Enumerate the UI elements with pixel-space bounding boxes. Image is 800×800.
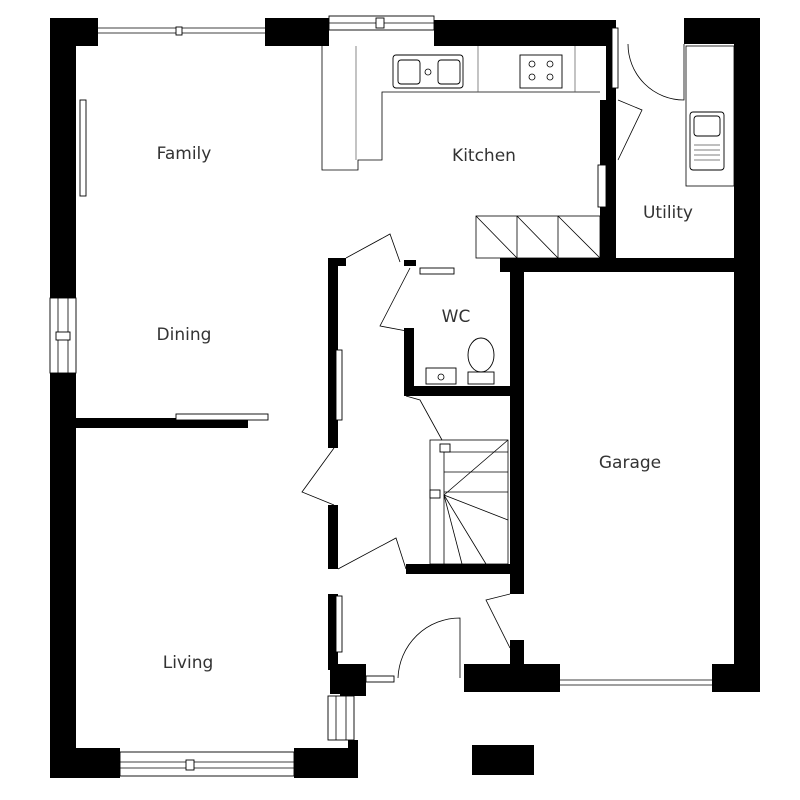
door-hall-cupboard — [337, 537, 407, 570]
radiator-kitchen — [597, 164, 607, 208]
window-living-bottom — [119, 751, 295, 777]
label-kitchen: Kitchen — [452, 146, 516, 166]
label-garage: Garage — [599, 453, 661, 473]
window-living-side — [327, 695, 355, 741]
door-under-stairs — [405, 395, 443, 441]
garage-door — [560, 679, 712, 686]
label-utility: Utility — [643, 203, 693, 223]
radiator-wc — [419, 267, 455, 275]
label-family: Family — [157, 144, 212, 164]
interior-walls — [76, 100, 760, 670]
stairs — [429, 439, 509, 565]
door-kitchen-utility — [617, 99, 643, 161]
toilet-icon — [467, 337, 495, 385]
radiator-living-hall — [335, 595, 343, 653]
window-kitchen-top — [328, 15, 435, 31]
label-dining: Dining — [157, 325, 212, 345]
label-living: Living — [163, 653, 214, 673]
window-family-top — [98, 26, 265, 36]
basin-icon — [425, 367, 457, 385]
window-dining-side — [49, 297, 77, 374]
door-hall-kitchen — [345, 233, 401, 263]
windows — [49, 15, 712, 777]
front-step-left — [365, 675, 395, 683]
window-utility — [611, 27, 619, 89]
window-family-side — [79, 99, 87, 197]
label-wc: WC — [442, 307, 471, 327]
kitchen-sink — [392, 54, 464, 89]
door-garage-internal — [485, 593, 511, 649]
door-front — [397, 617, 461, 679]
door-utility-external — [627, 43, 685, 101]
kitchen-hob — [519, 54, 563, 89]
door-wc — [379, 267, 413, 333]
kitchen-tall-units — [475, 215, 601, 259]
utility-fittings — [617, 43, 735, 187]
radiator-hall — [335, 349, 343, 421]
radiator-dining — [175, 413, 269, 421]
door-hall-living — [301, 447, 335, 506]
wc-fittings — [379, 267, 495, 385]
room-labels: Family Kitchen Utility Dining WC Garage … — [157, 144, 693, 673]
doors — [175, 233, 511, 683]
exterior-walls — [50, 18, 760, 778]
kitchen-units — [321, 46, 607, 259]
